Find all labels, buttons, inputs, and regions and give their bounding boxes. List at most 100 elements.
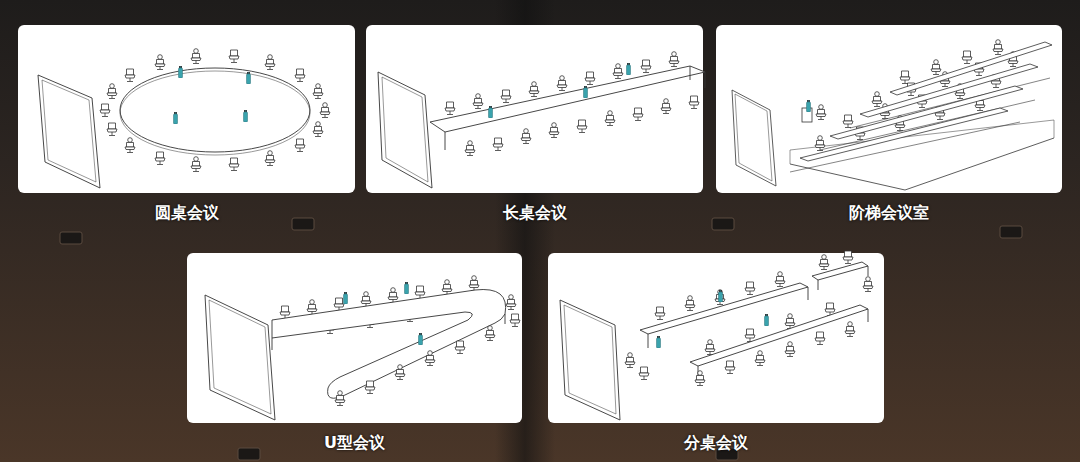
drawing-use <box>529 82 539 97</box>
drawing-use <box>334 298 344 311</box>
layout-panel: U型会议 <box>187 253 522 453</box>
drawing-use <box>669 52 679 67</box>
drawing-polyline <box>790 122 1020 172</box>
drawing-ellipse <box>120 68 310 152</box>
drawing-use <box>320 103 330 118</box>
drawing-use <box>313 122 323 137</box>
drawing-rect <box>1000 226 1022 238</box>
drawing-polyline <box>820 100 1035 150</box>
drawing-path <box>648 266 868 348</box>
drawing-g <box>790 40 1052 172</box>
drawing-use <box>179 66 183 78</box>
drawing-use <box>962 51 972 64</box>
drawing-use <box>265 151 275 166</box>
drawing-use <box>993 40 1003 55</box>
drawing-polygon <box>430 66 705 132</box>
drawing-use <box>843 251 853 264</box>
drawing-path <box>272 314 505 350</box>
layout-label: U型会议 <box>187 433 522 453</box>
drawing-use <box>639 367 649 380</box>
round-table-drawing <box>38 49 330 188</box>
drawing-rect <box>60 232 82 244</box>
drawing-polygon <box>378 72 432 188</box>
drawing-use <box>931 60 941 75</box>
drawing-polygon <box>890 42 1052 95</box>
drawing-rect <box>292 218 314 230</box>
drawing-use <box>489 106 493 118</box>
drawing-use <box>900 71 910 84</box>
drawing-use <box>715 290 725 305</box>
drawing-use <box>633 108 643 121</box>
drawing-polygon <box>735 94 772 181</box>
drawing-use <box>485 326 495 341</box>
drawing-use <box>657 336 661 348</box>
drawing-use <box>415 286 425 299</box>
drawing-use <box>191 157 201 172</box>
layout-panel: 圆桌会议 <box>18 25 355 223</box>
drawing-polygon <box>205 295 275 420</box>
drawing-use <box>405 282 409 294</box>
drawing-use <box>247 72 251 84</box>
drawing-use <box>191 49 201 64</box>
drawing-use <box>361 292 371 307</box>
drawing-use <box>229 50 239 63</box>
drawing-polyline <box>790 138 1054 190</box>
drawing-use <box>229 158 239 171</box>
drawing-use <box>755 351 765 366</box>
drawing-use <box>455 341 465 354</box>
drawing-polygon <box>812 262 868 280</box>
drawing-use <box>785 342 795 357</box>
drawing-use <box>419 333 423 345</box>
layout-label: 分桌会议 <box>548 433 884 453</box>
drawing-use <box>725 361 735 374</box>
drawing-use <box>613 64 623 79</box>
drawing-use <box>845 322 855 337</box>
drawing-use <box>819 255 829 270</box>
drawing-use <box>174 112 178 124</box>
drawing-use <box>307 300 317 315</box>
drawing-use <box>655 307 665 320</box>
drawing-use <box>442 280 452 295</box>
drawing-rect <box>187 253 522 423</box>
drawing-polygon <box>42 80 96 182</box>
drawing-use <box>335 391 345 406</box>
drawing-polygon <box>564 305 616 414</box>
drawing-use <box>107 84 117 99</box>
drawing-use <box>265 55 275 70</box>
drawing-use <box>473 94 483 109</box>
drawing-use <box>155 152 165 165</box>
drawing-use <box>313 84 323 99</box>
drawing-polygon <box>560 300 620 420</box>
drawing-use <box>872 92 882 107</box>
drawing-use <box>661 99 671 114</box>
drawing-polygon <box>732 90 776 186</box>
long-table-drawing <box>378 52 705 188</box>
drawing-use <box>344 292 348 304</box>
drawing-use <box>807 100 811 112</box>
drawing-use <box>510 314 520 327</box>
drawing-use <box>785 314 795 329</box>
drawing-use <box>521 129 531 144</box>
u-shape-drawing <box>205 276 520 420</box>
separate-tables-drawing <box>560 251 873 420</box>
drawing-use <box>843 115 853 128</box>
drawing-use <box>557 76 567 91</box>
drawing-use <box>501 90 511 103</box>
drawing-use <box>685 296 695 311</box>
drawing-use <box>506 295 516 310</box>
drawing-use <box>815 332 825 345</box>
drawing-use <box>695 371 705 386</box>
drawing-use <box>745 282 755 295</box>
drawing-use <box>689 96 699 109</box>
drawing-use <box>295 139 305 152</box>
drawing-use <box>765 314 769 326</box>
drawing-use <box>395 365 405 380</box>
drawing-path <box>445 66 705 150</box>
drawing-ellipse <box>120 71 310 155</box>
drawing-path <box>698 309 868 380</box>
drawing-use <box>493 138 503 151</box>
drawing-use <box>549 123 559 138</box>
